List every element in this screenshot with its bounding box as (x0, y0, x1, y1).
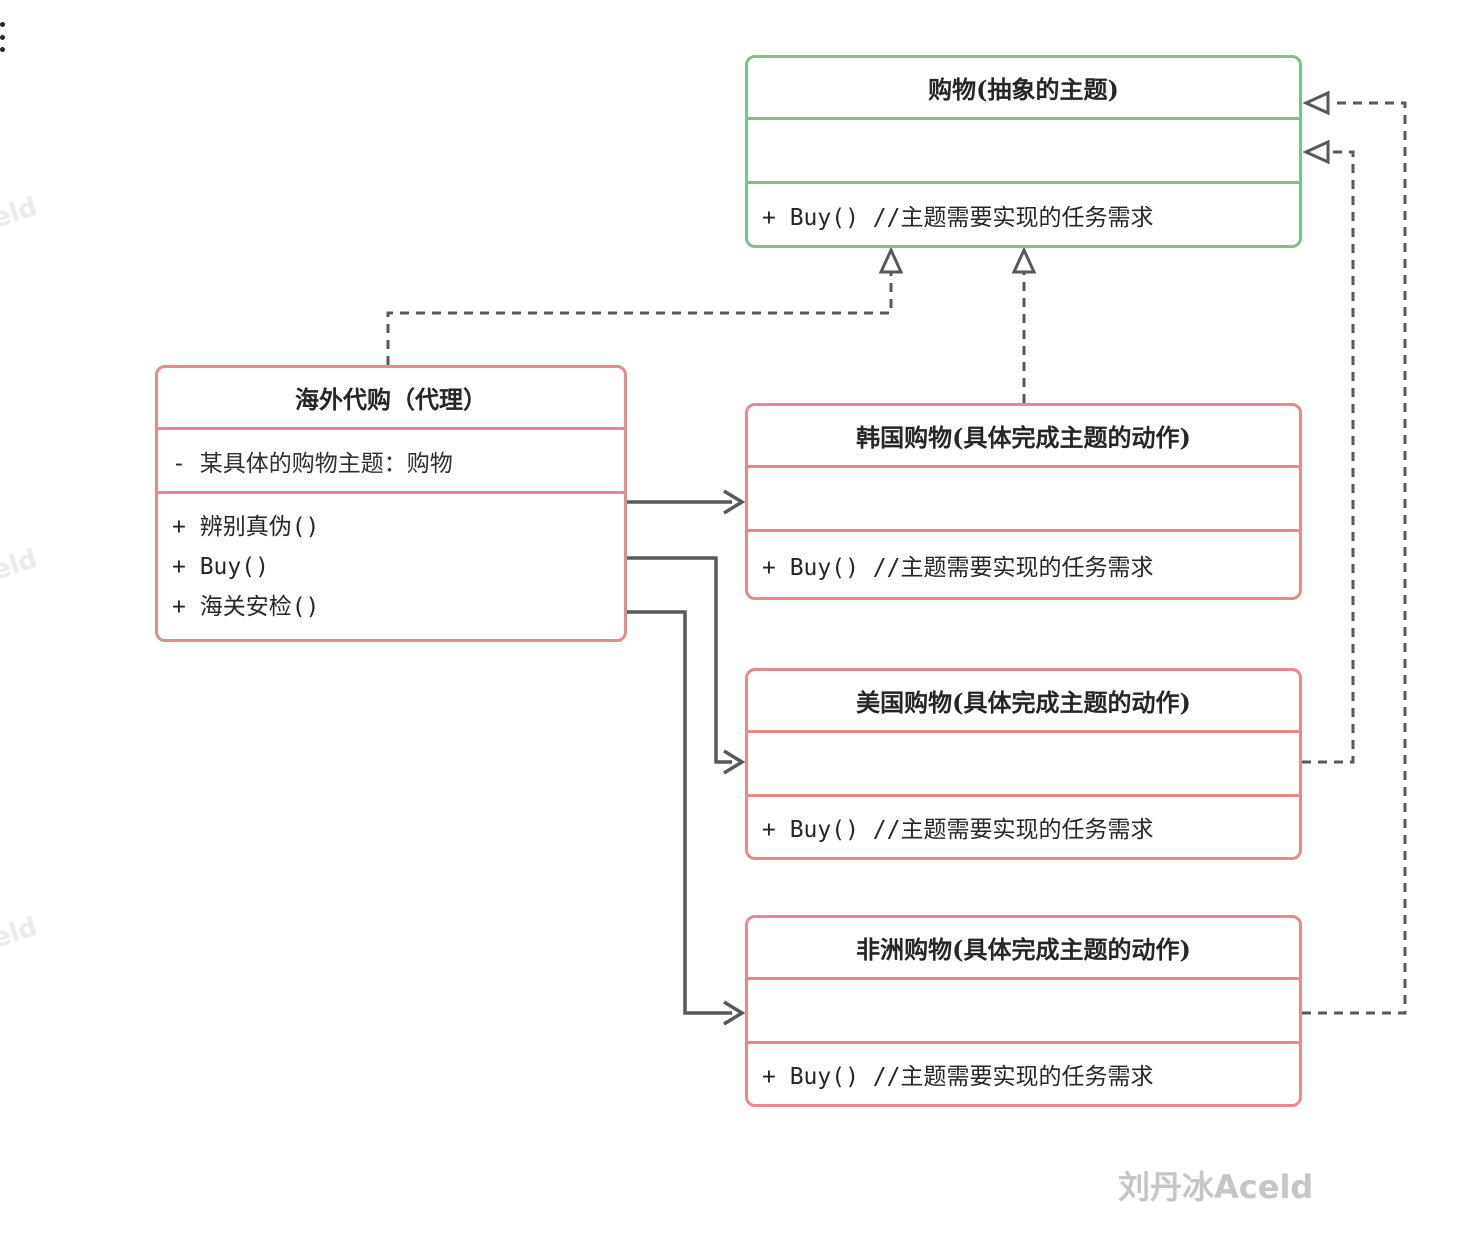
method-line: + 辨别真伪() (172, 513, 320, 540)
class-attributes-empty (748, 733, 1299, 797)
edge-proxy-to-africa (627, 610, 746, 1026)
edge-proxy-to-usa (627, 556, 746, 775)
method-line: + Buy() (172, 553, 269, 580)
edge-proxy-realizes-subject (386, 246, 904, 365)
hollow-triangle-arrowhead (878, 246, 904, 274)
class-methods: + Buy() //主题需要实现的任务需求 (762, 204, 1154, 231)
vee-arrowhead (723, 1000, 746, 1026)
class-methods: + Buy() //主题需要实现的任务需求 (762, 554, 1154, 581)
class-methods: + Buy() //主题需要实现的任务需求 (762, 1064, 1154, 1090)
class-korea-shopping: 韩国购物(具体完成主题的动作) + Buy() //主题需要实现的任务需求 (745, 403, 1302, 600)
edge-africa-realizes-subject (1302, 90, 1407, 1015)
hollow-triangle-arrowhead (1302, 139, 1330, 165)
class-attributes-empty (748, 980, 1299, 1044)
class-africa-shopping: 非洲购物(具体完成主题的动作) + Buy() //主题需要实现的任务需求 (745, 915, 1302, 1107)
method-line: + 海关安检() (172, 593, 320, 620)
vee-arrowhead (723, 489, 746, 515)
edge-usa-realizes-subject (1302, 139, 1355, 764)
class-proxy: 海外代购（代理） - 某具体的购物主题：购物 + 辨别真伪() + Buy() … (155, 365, 627, 642)
class-title: 美国购物(具体完成主题的动作) (748, 671, 1299, 733)
edge-korea-realizes-subject (1011, 246, 1037, 403)
class-methods: + Buy() //主题需要实现的任务需求 (762, 817, 1154, 843)
class-attributes-empty (748, 120, 1299, 184)
class-title: 非洲购物(具体完成主题的动作) (748, 918, 1299, 980)
class-title: 海外代购（代理） (158, 368, 624, 430)
class-title: 购物(抽象的主题) (748, 58, 1299, 120)
hollow-triangle-arrowhead (1302, 90, 1330, 116)
class-attributes-empty (748, 468, 1299, 532)
author-watermark: 刘丹冰Aceld (1118, 1168, 1314, 1206)
edge-proxy-to-korea (627, 489, 746, 515)
class-methods: + 辨别真伪() + Buy() + 海关安检() (158, 494, 624, 639)
hollow-triangle-arrowhead (1011, 246, 1037, 274)
class-usa-shopping: 美国购物(具体完成主题的动作) + Buy() //主题需要实现的任务需求 (745, 668, 1302, 860)
class-title: 韩国购物(具体完成主题的动作) (748, 406, 1299, 468)
vee-arrowhead (723, 749, 746, 775)
class-attribute: - 某具体的购物主题：购物 (158, 430, 624, 494)
class-abstract-subject: 购物(抽象的主题) + Buy() //主题需要实现的任务需求 (745, 55, 1302, 248)
drag-handle-icon[interactable] (0, 22, 10, 52)
